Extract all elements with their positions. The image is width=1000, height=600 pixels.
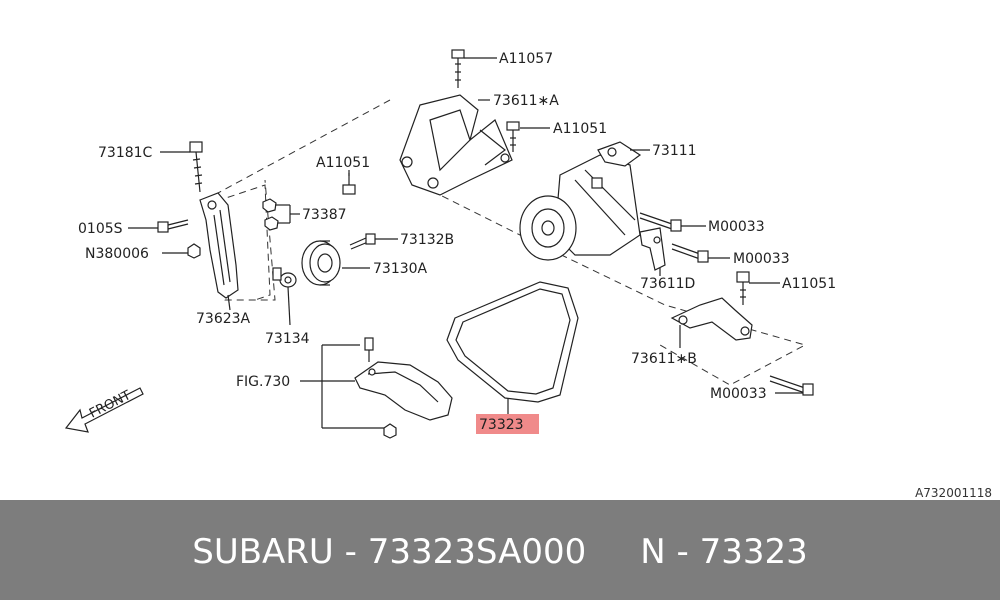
footer-part-number: SUBARU - 73323SA000 N - 73323 [192,532,808,572]
assembly-outline-lower [409,179,807,386]
idler-pulley-73130a-part[interactable] [301,240,341,286]
assembly-outline-upper [204,99,391,301]
bracket-73611b-part[interactable] [670,297,753,341]
footer-bar: SUBARU - 73323SA000 N - 73323 [0,500,1000,600]
label-73134[interactable]: 73134 [265,331,310,347]
assembly-outline-tensioner [204,184,271,301]
label-a11051-right[interactable]: A11051 [782,276,836,292]
label-a11057[interactable]: A11057 [499,51,553,67]
belt-cover-fig730-part[interactable] [354,337,453,439]
front-label: FRONT [87,388,133,422]
label-73611d[interactable]: 73611D [640,276,695,292]
label-73387[interactable]: 73387 [302,207,347,223]
label-73611b[interactable]: 73611∗B [631,351,697,367]
bolt-m00033-middle-part[interactable] [671,243,709,263]
compressor-73111-part[interactable] [519,141,642,261]
bolt-m00033-lower-part[interactable] [769,375,814,396]
leader-lines [128,57,803,429]
label-73130a[interactable]: 73130A [373,261,428,277]
nut-73387-part[interactable] [262,198,279,231]
label-n380006[interactable]: N380006 [85,246,149,262]
label-0105s[interactable]: 0105S [78,221,123,237]
label-73132b[interactable]: 73132B [400,232,454,248]
label-73611a[interactable]: 73611∗A [493,93,559,109]
label-m00033-upper[interactable]: M00033 [708,219,765,235]
label-m00033-lower[interactable]: M00033 [710,386,767,402]
bracket-73611d-part[interactable] [639,227,666,271]
label-a11051-top[interactable]: A11051 [553,121,607,137]
tensioner-73623a-part[interactable] [199,192,239,299]
label-m00033-middle[interactable]: M00033 [733,251,790,267]
front-arrow-icon: FRONT [64,387,144,433]
bolt-73181c-part[interactable] [189,141,203,193]
bolt-a11057-part[interactable] [451,49,465,88]
label-fig730[interactable]: FIG.730 [236,374,290,390]
nut-n380006-part[interactable] [187,243,201,259]
spacer-73134-part[interactable] [272,267,297,288]
bolt-a11051-right-part[interactable] [736,271,750,305]
label-73323[interactable]: 73323 [479,417,524,433]
bracket-73611a-part[interactable] [399,94,513,196]
bolt-73132b-part[interactable] [349,233,376,250]
label-a11051-left[interactable]: A11051 [316,155,370,171]
label-73111[interactable]: 73111 [652,143,697,159]
label-73181c[interactable]: 73181C [98,145,153,161]
document-code: A732001118 [915,486,992,500]
drive-belt-73323-part[interactable] [446,281,579,403]
bolt-a11051-left-part[interactable] [342,173,356,195]
bolt-a11051-top-part[interactable] [506,121,520,152]
target-part-highlight [476,414,539,434]
parts-exploded-diagram: A11057 73611∗A A11051 73111 73181C A1105… [64,49,836,439]
label-73623a[interactable]: 73623A [196,311,251,327]
bolt-0105s-part[interactable] [157,219,189,233]
